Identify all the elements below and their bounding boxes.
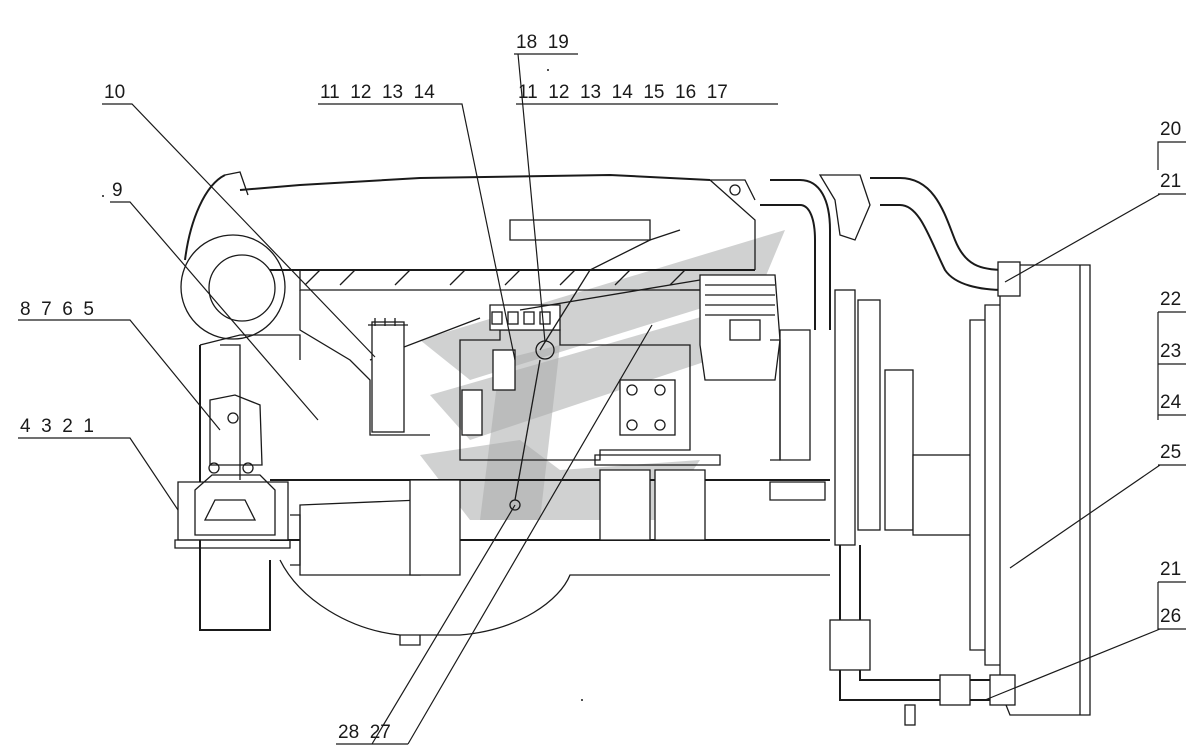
callout-label-4-3-2-1: 4 3 2 1 xyxy=(20,416,94,437)
callout-20: 20 xyxy=(1157,119,1186,170)
callout-22: 22 xyxy=(1157,289,1186,420)
callout-10: 10 xyxy=(102,82,376,358)
callout-label-11-14: 11 12 13 14 xyxy=(320,82,435,103)
callout-28-27: 28 27 xyxy=(336,324,653,745)
callout-23: 23 xyxy=(1158,341,1186,365)
callout-24: 24 xyxy=(1158,392,1186,416)
callout-21-top: 21 xyxy=(1004,171,1186,283)
callout-label-21-top: 21 xyxy=(1160,171,1181,192)
callout-26: 26 xyxy=(984,606,1186,701)
callout-label-24: 24 xyxy=(1160,392,1182,413)
callout-label-21-bottom: 21 xyxy=(1160,559,1181,580)
callout-label-9: 9 xyxy=(112,180,123,201)
callout-label-8-7-6-5: 8 7 6 5 xyxy=(20,299,94,320)
callout-9: 9 xyxy=(110,180,319,421)
engine-drawing xyxy=(174,171,1091,726)
callout-11-17-right: 11 12 13 14 15 16 17 xyxy=(516,82,778,105)
callout-11-14-left: 11 12 13 14 xyxy=(318,82,516,361)
callout-label-20: 20 xyxy=(1160,119,1181,140)
callout-label-11-17: 11 12 13 14 15 16 17 xyxy=(518,82,728,103)
callout-label-10: 10 xyxy=(104,82,125,103)
callout-label-26: 26 xyxy=(1160,606,1181,627)
head-fins xyxy=(304,269,686,286)
callout-4-3-2-1: 4 3 2 1 xyxy=(18,416,179,511)
callout-25: 25 xyxy=(1009,442,1186,569)
callout-8-7-6-5: 8 7 6 5 xyxy=(18,299,221,431)
callout-18-19: 18 19 xyxy=(514,32,578,343)
callout-21-bottom: 21 xyxy=(1157,559,1186,630)
callout-label-18-19: 18 19 xyxy=(516,32,569,53)
callout-label-28-27: 28 27 xyxy=(338,722,391,743)
callout-label-25: 25 xyxy=(1160,442,1181,463)
compressor-fins xyxy=(705,284,775,316)
callout-label-22: 22 xyxy=(1160,289,1181,310)
injector-outlets xyxy=(491,311,551,325)
callout-label-23: 23 xyxy=(1160,341,1181,362)
scan-specks xyxy=(102,69,583,701)
